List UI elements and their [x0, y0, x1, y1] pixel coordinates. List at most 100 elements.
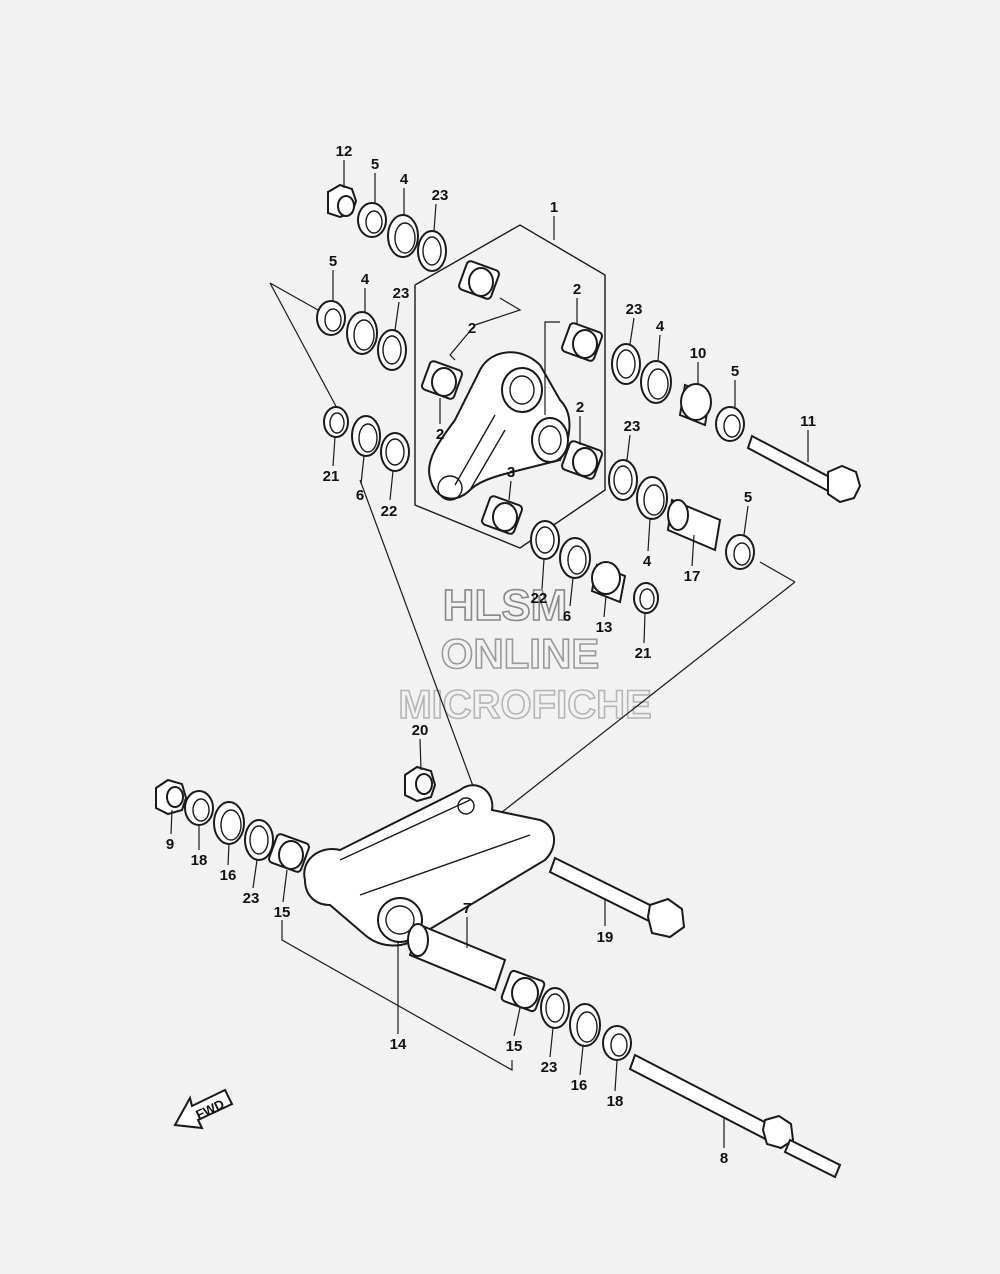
- bearing-2a: [458, 260, 500, 300]
- lower-right-stack: [500, 969, 632, 1061]
- collar-5c: [715, 406, 745, 442]
- callout-5b: 5: [329, 253, 337, 270]
- washer-23a: [417, 230, 447, 272]
- callout-23b: 23: [393, 285, 410, 302]
- washer-21a: [323, 406, 349, 438]
- lower-left-stack: [155, 778, 310, 873]
- callout-4b: 4: [361, 271, 370, 288]
- callouts: 12 5 4 23 1 5 4 23 2 2 23 4 10 5 11 2 2 …: [166, 143, 816, 1167]
- callout-17: 17: [684, 568, 701, 585]
- callout-15b: 15: [506, 1038, 523, 1055]
- fwd-label: FWD: [193, 1096, 226, 1122]
- washer-23c: [611, 343, 641, 385]
- bearing-15a: [268, 833, 310, 873]
- callout-23f: 23: [541, 1059, 558, 1076]
- callout-8: 8: [720, 1150, 728, 1167]
- callout-9: 9: [166, 836, 174, 853]
- bearing-3: [481, 495, 523, 535]
- callout-14: 14: [390, 1036, 407, 1053]
- collar-5d: [725, 534, 755, 570]
- callout-2d: 2: [576, 399, 584, 416]
- callout-4d: 4: [643, 553, 652, 570]
- callout-16b: 16: [571, 1077, 588, 1094]
- bolt-11: [746, 434, 862, 504]
- nut-20: [404, 765, 437, 803]
- callout-3: 3: [507, 464, 515, 481]
- seal-4a: [387, 214, 419, 258]
- callout-23a: 23: [432, 187, 449, 204]
- seal-16a: [213, 801, 245, 845]
- callout-22a: 22: [381, 503, 398, 520]
- nut-9: [155, 778, 188, 816]
- callout-21b: 21: [635, 645, 652, 662]
- washer-23f: [540, 987, 570, 1029]
- callout-2a: 2: [468, 320, 476, 337]
- callout-4a: 4: [400, 171, 409, 188]
- callout-15a: 15: [274, 904, 291, 921]
- bolt-19: [548, 856, 686, 939]
- callout-6b: 6: [563, 608, 571, 625]
- bearing-2d: [561, 440, 603, 480]
- collar-13: [590, 561, 627, 604]
- upper-left-stack: [327, 183, 447, 272]
- callout-23c: 23: [626, 301, 643, 318]
- callout-22b: 22: [531, 590, 548, 607]
- part1-outline: [269, 224, 606, 549]
- washer-23e: [244, 819, 274, 861]
- bearing-2c: [421, 360, 463, 400]
- fwd-direction-arrow: FWD: [173, 1088, 234, 1130]
- callout-2c: 2: [436, 426, 444, 443]
- callout-13: 13: [596, 619, 613, 636]
- callout-4c: 4: [656, 318, 665, 335]
- collar-10: [678, 383, 712, 427]
- callout-21a: 21: [323, 468, 340, 485]
- callout-20: 20: [412, 722, 429, 739]
- watermark: HLSM ONLINE MICROFICHE: [398, 580, 653, 728]
- cushion-lever: [428, 351, 571, 501]
- callout-16a: 16: [220, 867, 237, 884]
- watermark-line2: ONLINE: [441, 630, 600, 677]
- callout-10: 10: [690, 345, 707, 362]
- pin-7: [407, 923, 507, 992]
- callout-7: 7: [463, 900, 471, 917]
- collar-18a: [184, 790, 214, 826]
- right-upper-stack: [611, 343, 862, 504]
- callout-1: 1: [550, 199, 558, 216]
- callout-18b: 18: [607, 1093, 624, 1110]
- callout-2b: 2: [573, 281, 581, 298]
- seal-4c: [640, 360, 672, 404]
- bolt-8: [628, 1053, 842, 1179]
- collar-5b: [316, 300, 346, 336]
- callout-11: 11: [800, 413, 816, 430]
- washer-23d: [608, 459, 638, 501]
- seal-4d: [636, 476, 668, 520]
- left-lower-stack: [323, 406, 410, 472]
- callout-23d: 23: [624, 418, 641, 435]
- pin-17: [666, 498, 722, 552]
- watermark-line3: MICROFICHE: [398, 683, 651, 727]
- seal-16b: [569, 1003, 601, 1047]
- callout-12: 12: [336, 143, 353, 160]
- cushion-rod-14: [303, 784, 555, 947]
- bearing-2b: [561, 322, 603, 362]
- seal-6b: [559, 537, 591, 579]
- callout-18a: 18: [191, 852, 208, 869]
- callout-5a: 5: [371, 156, 379, 173]
- nut-12: [327, 183, 358, 219]
- washer-23b: [377, 329, 407, 371]
- collar-18b: [602, 1025, 632, 1061]
- callout-5c: 5: [731, 363, 739, 380]
- callout-19: 19: [597, 929, 614, 946]
- callout-5d: 5: [744, 489, 752, 506]
- bearing-15b: [500, 969, 546, 1013]
- right-lower-stack: [608, 459, 755, 570]
- left-stack: [316, 300, 407, 371]
- collar-5a: [357, 202, 387, 238]
- washer-22a: [380, 432, 410, 472]
- callout-23e: 23: [243, 890, 260, 907]
- middle-stack: [530, 520, 659, 614]
- seal-4b: [346, 311, 378, 355]
- washer-22b: [530, 520, 560, 560]
- washer-21b: [633, 582, 659, 614]
